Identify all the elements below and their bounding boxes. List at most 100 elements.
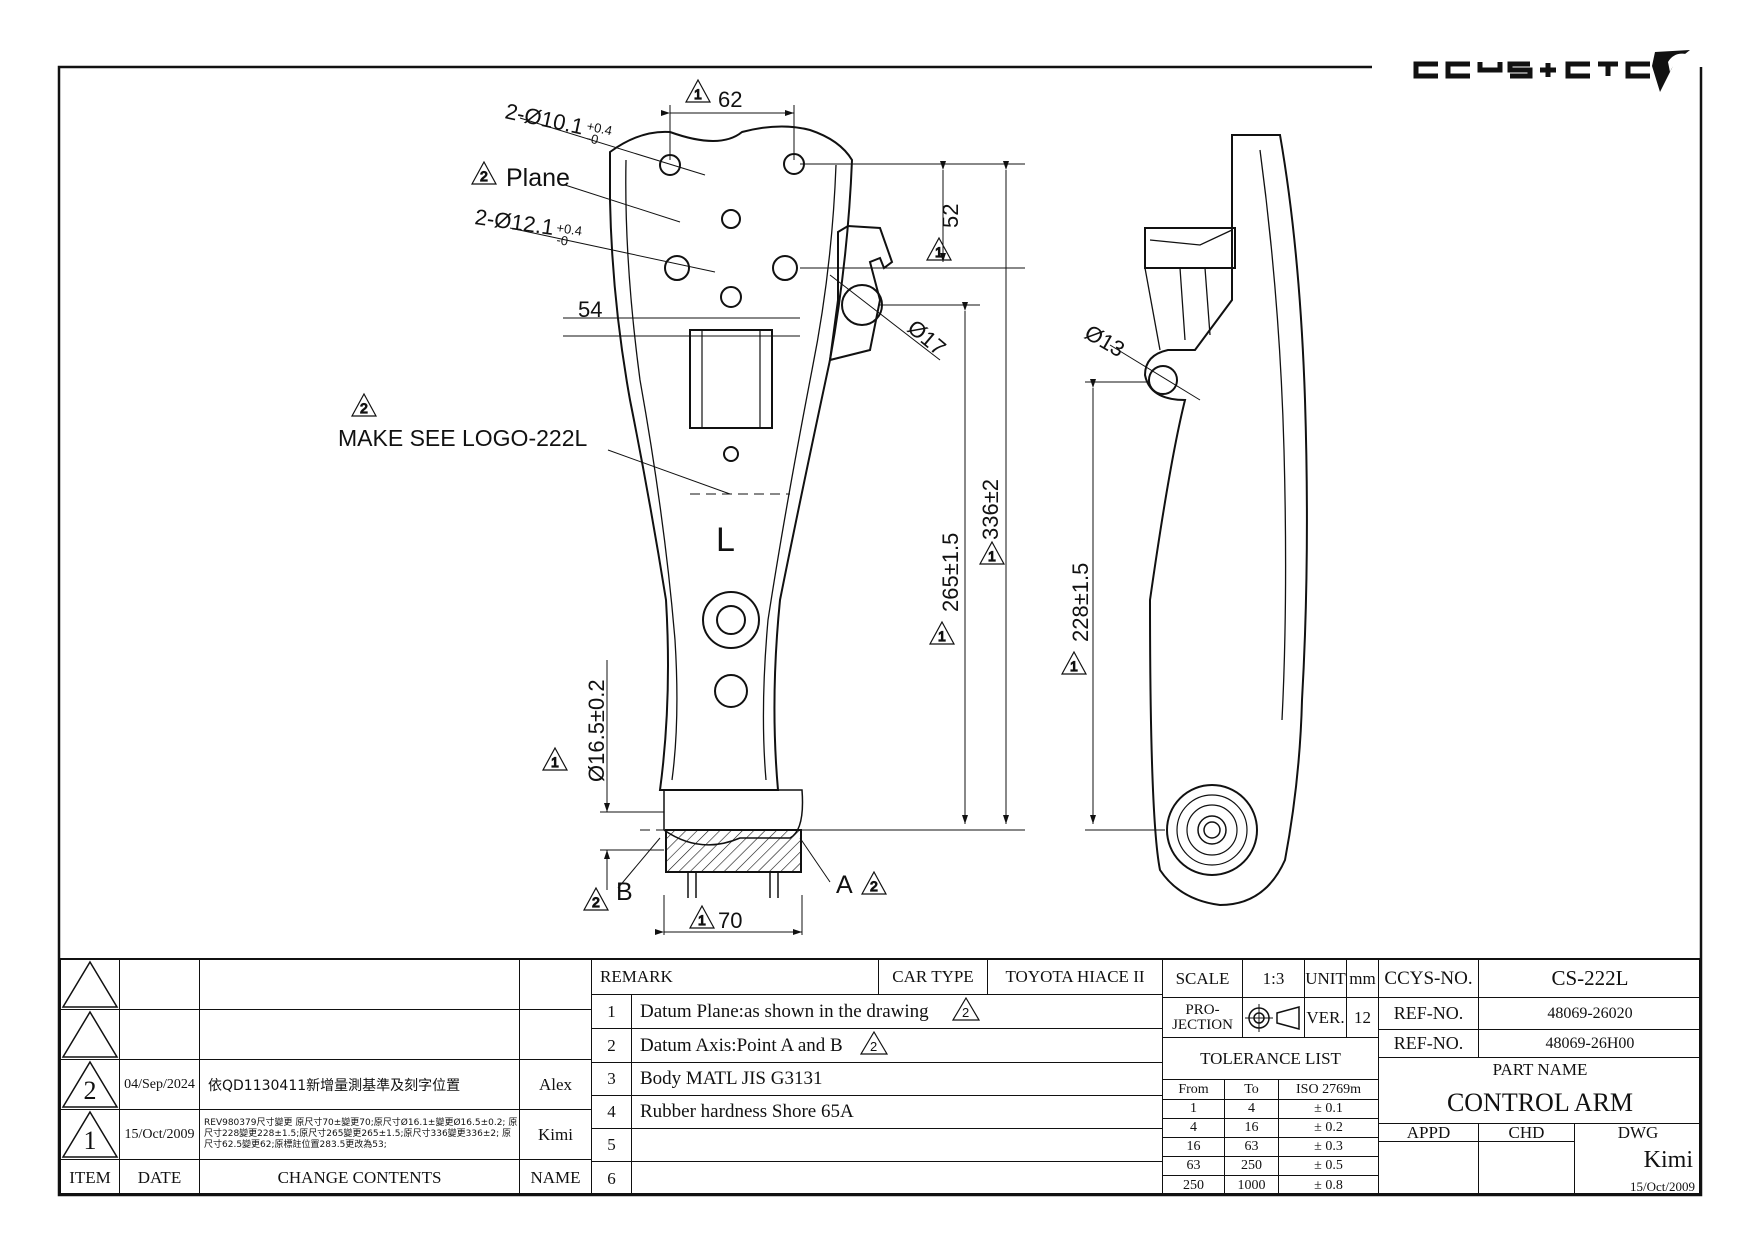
rev-empty-tri	[61, 1010, 120, 1060]
part-name-value: CONTROL ARM	[1379, 1082, 1701, 1124]
remark-no: 1	[592, 995, 632, 1029]
dim-336: 336±2	[978, 479, 1003, 540]
side-view	[1143, 134, 1308, 907]
dim-52: 52	[938, 204, 963, 228]
ccys-no-label: CCYS-NO.	[1379, 960, 1479, 998]
remark-no: 6	[592, 1162, 632, 1195]
tolerance-title: TOLERANCE LIST	[1163, 1038, 1379, 1080]
dim-phi13: Ø13	[1081, 320, 1130, 362]
remark-text	[632, 1162, 1163, 1195]
first-angle-projection-icon	[1244, 1003, 1300, 1032]
dim-hole-12: 2-Ø12.1	[473, 204, 555, 240]
chd-label: CHD	[1479, 1124, 1575, 1142]
dim-phi17: Ø17	[903, 315, 951, 361]
svg-text:1: 1	[938, 628, 946, 644]
tol-value: ± 0.8	[1279, 1176, 1379, 1195]
svg-text:2: 2	[360, 400, 368, 416]
remark-text	[632, 1129, 1163, 1162]
ref-no-value-1: 48069-26020	[1479, 998, 1701, 1030]
rev-triangle: 2	[582, 886, 610, 911]
rev-header-date: DATE	[120, 1160, 200, 1195]
rev-empty	[200, 960, 520, 1010]
dim-54: 54	[578, 297, 602, 322]
rev-triangle: 1	[978, 540, 1006, 565]
ccys-no-value: CS-222L	[1479, 960, 1701, 998]
ref-no-value-2: 48069-26H00	[1479, 1030, 1701, 1058]
rev-triangle: 1	[684, 78, 712, 103]
label-plane: Plane	[506, 164, 570, 192]
label-point-a: A	[836, 871, 853, 899]
svg-text:2: 2	[592, 894, 600, 910]
tol-to: 250	[1225, 1157, 1279, 1176]
remark-no: 3	[592, 1063, 632, 1096]
ref-no-label: REF-NO.	[1379, 1030, 1479, 1058]
tol-to: 4	[1225, 1100, 1279, 1119]
rev-date: 15/Oct/2009	[120, 1110, 200, 1160]
front-view	[609, 125, 894, 898]
tol-to: 16	[1225, 1119, 1279, 1138]
company-logo	[1413, 50, 1690, 92]
dim-hole-10-tol: +0.4	[585, 118, 613, 138]
label-point-b: B	[616, 878, 633, 906]
rev-triangle: 1	[925, 236, 953, 261]
rev-triangle: 2	[952, 996, 981, 1021]
svg-text:1: 1	[988, 548, 996, 564]
tol-head-iso: ISO 2769m	[1279, 1080, 1379, 1100]
unit-value: mm	[1347, 960, 1379, 998]
dim-62: 62	[718, 87, 742, 112]
svg-text:2: 2	[870, 878, 878, 894]
rev-header-name: NAME	[520, 1160, 592, 1195]
dim-70: 70	[718, 908, 742, 933]
tol-from: 4	[1163, 1119, 1225, 1138]
tol-from: 16	[1163, 1138, 1225, 1157]
remark-text: Body MATL JIS G3131	[632, 1063, 1163, 1096]
unit-label: UNIT	[1305, 960, 1347, 998]
svg-text:1: 1	[698, 912, 706, 928]
label-logo-note: MAKE SEE LOGO-222L	[338, 425, 587, 451]
rev-header-contents: CHANGE CONTENTS	[200, 1160, 520, 1195]
scale-label: SCALE	[1163, 960, 1243, 998]
tol-value: ± 0.2	[1279, 1119, 1379, 1138]
tol-value: ± 0.3	[1279, 1138, 1379, 1157]
svg-text:1: 1	[694, 86, 702, 102]
drawer-name: Kimi	[1643, 1146, 1693, 1173]
rev-triangle: 1	[688, 904, 716, 929]
rev-contents: 依QD1130411新增量測基準及刻字位置	[200, 1060, 520, 1110]
rev-name: Kimi	[520, 1110, 592, 1160]
rev-empty	[120, 960, 200, 1010]
chd-value	[1479, 1142, 1575, 1195]
rev-empty-tri	[61, 960, 120, 1010]
tol-head-to: To	[1225, 1080, 1279, 1100]
ref-no-label: REF-NO.	[1379, 998, 1479, 1030]
svg-text:1: 1	[935, 244, 943, 260]
drawing-date: 15/Oct/2009	[1630, 1178, 1695, 1194]
dwg-label: DWG	[1617, 1124, 1659, 1142]
dim-hole-10-tol-lower: -0	[585, 130, 599, 147]
tol-value: ± 0.1	[1279, 1100, 1379, 1119]
appd-label: APPD	[1379, 1124, 1479, 1142]
tol-to: 1000	[1225, 1176, 1279, 1195]
rev-triangle: 2	[860, 870, 888, 895]
tol-head-from: From	[1163, 1080, 1225, 1100]
drawing-frame	[57, 65, 1703, 1197]
tol-from: 1	[1163, 1100, 1225, 1119]
rev-empty	[200, 1010, 520, 1060]
rev-header-item: ITEM	[61, 1160, 120, 1195]
dim-hole-12-tol-lower: -0	[556, 232, 570, 248]
rev-triangle: 2	[350, 392, 378, 417]
scale-value: 1:3	[1243, 960, 1305, 998]
dim-hole-10: 2-Ø10.1	[503, 98, 586, 139]
rev-triangle: 1	[928, 620, 956, 645]
rev-triangle: 1	[1060, 650, 1088, 675]
appd-value	[1379, 1142, 1479, 1195]
dim-265: 265±1.5	[938, 533, 963, 612]
remark-title: REMARK	[592, 960, 879, 995]
title-block: 2 04/Sep/2024 依QD1130411新增量測基準及刻字位置 Alex…	[59, 958, 1701, 1195]
tol-from: 63	[1163, 1157, 1225, 1176]
tol-to: 63	[1225, 1138, 1279, 1157]
remark-text: Datum Plane:as shown in the drawing	[632, 995, 1163, 1029]
remark-text: Rubber hardness Shore 65A	[632, 1096, 1163, 1129]
svg-text:2: 2	[480, 168, 488, 184]
rev-contents: REV980379尺寸變更 原尺寸70±變更70;原尺寸Ø16.1±變更Ø16.…	[200, 1110, 520, 1160]
